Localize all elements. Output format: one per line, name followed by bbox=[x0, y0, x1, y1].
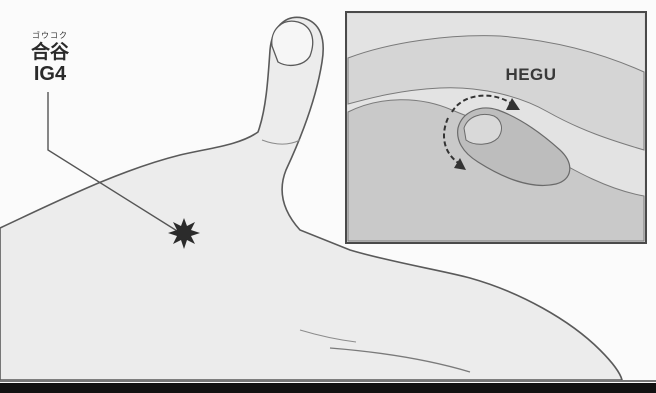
acupoint-reading: ゴウコク bbox=[26, 32, 74, 40]
inset-thumbnail bbox=[464, 115, 501, 145]
inset-title: HEGU bbox=[486, 66, 576, 83]
acupoint-code: IG4 bbox=[22, 64, 78, 84]
bottom-divider bbox=[0, 380, 656, 382]
acupoint-marker-center bbox=[177, 226, 191, 240]
thumbnail bbox=[272, 21, 313, 65]
bottom-bar bbox=[0, 383, 656, 393]
acupoint-kanji-name: 合谷 bbox=[24, 43, 76, 62]
